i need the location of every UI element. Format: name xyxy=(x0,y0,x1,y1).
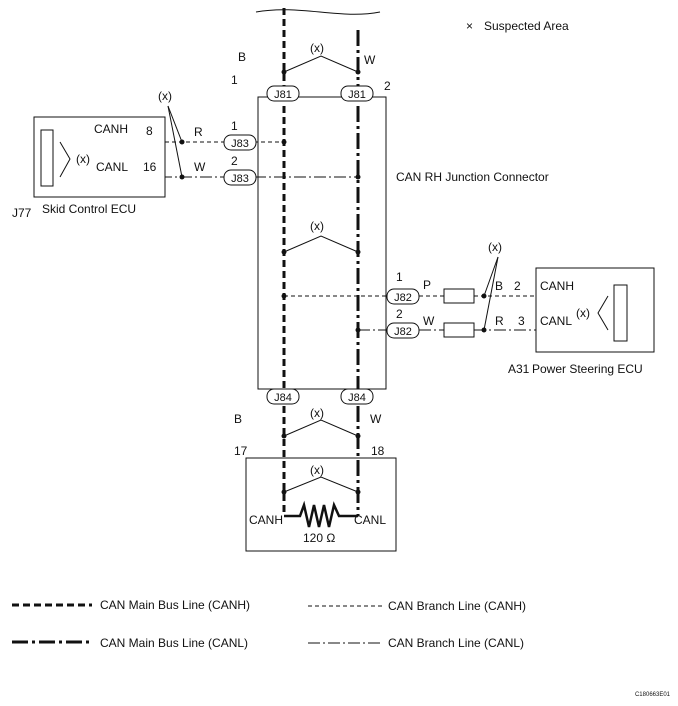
junction-connector-box xyxy=(257,96,387,390)
inline-connector-canl xyxy=(443,322,475,338)
skid-ecu-canh-label: CANH xyxy=(94,122,128,136)
skid-ecu-name: Skid Control ECU xyxy=(42,202,136,216)
legend-main-canh: CAN Main Bus Line (CANH) xyxy=(100,598,250,612)
j83-canl-label: J83 xyxy=(231,173,249,185)
junction-dot xyxy=(355,69,361,75)
j84-canh-connector xyxy=(266,388,300,405)
junction-dot xyxy=(281,69,287,75)
junction-dot xyxy=(355,174,361,180)
terminator-canh-pin: 17 xyxy=(234,444,248,458)
j81-canh-label: J81 xyxy=(274,89,292,101)
skid-ecu-canl-label: CANL xyxy=(96,160,128,174)
wire-color-w-ps: W xyxy=(423,314,435,328)
suspect-marker-skid: (x) xyxy=(158,89,172,103)
suspect-marker-ps: (x) xyxy=(488,240,502,254)
ps-ecu-connector-block xyxy=(613,284,628,342)
j83-canl-pin: 2 xyxy=(231,154,238,168)
j84-canl-connector xyxy=(340,388,374,405)
junction-dot xyxy=(281,293,287,299)
wire-color-w-skid: W xyxy=(194,160,206,174)
j84-canl-label: J84 xyxy=(348,392,366,404)
skid-ecu-canh-pin: 8 xyxy=(146,124,153,138)
junction-dot xyxy=(355,433,361,439)
ps-ecu-canl-pin: 3 xyxy=(518,314,525,328)
j83-canh-connector xyxy=(223,134,257,151)
j82-canh-label: J82 xyxy=(394,292,412,304)
wire-color-p-ps: P xyxy=(423,278,431,292)
suspected-area-symbol: × xyxy=(466,19,473,33)
terminator-canh-label: CANH xyxy=(249,513,283,527)
suspect-bracket-middle xyxy=(283,235,359,253)
suspect-bracket-bottom xyxy=(283,419,359,437)
junction-dot xyxy=(281,433,287,439)
suspect-marker-ps-inner: (x) xyxy=(576,306,590,320)
termination-resistor xyxy=(284,500,358,528)
ps-ecu-name: Power Steering ECU xyxy=(532,362,643,376)
j83-canh-pin: 1 xyxy=(231,119,238,133)
j84-canh-label: J84 xyxy=(274,392,292,404)
j82-canl-pin: 2 xyxy=(396,307,403,321)
j83-canh-label: J83 xyxy=(231,138,249,150)
terminator-canl-pin: 18 xyxy=(371,444,385,458)
legend-main-canl: CAN Main Bus Line (CANL) xyxy=(100,636,248,650)
suspect-bracket-top xyxy=(283,55,359,73)
suspect-bracket-ps-inner xyxy=(597,295,609,331)
j82-canh-pin: 1 xyxy=(396,270,403,284)
wire-color-w-bottom: W xyxy=(370,412,382,426)
wire-color-b-top: B xyxy=(238,50,246,64)
skid-ecu-connector-block xyxy=(40,129,54,187)
ps-ecu-canl-label: CANL xyxy=(540,314,572,328)
suspect-bracket-skid-inner xyxy=(59,141,71,178)
suspect-marker-terminator: (x) xyxy=(310,463,324,477)
wire-color-b-bottom: B xyxy=(234,412,242,426)
j81-canl-connector xyxy=(340,85,374,102)
power-steering-ecu-box xyxy=(535,267,655,353)
skid-ecu-id: J77 xyxy=(12,206,32,220)
j82-canl-label: J82 xyxy=(394,326,412,338)
junction-dot xyxy=(281,489,287,495)
figure-code: C180663E01 xyxy=(635,692,671,698)
harness-break-line xyxy=(255,9,381,15)
terminator-box xyxy=(245,457,397,552)
suspect-pointer xyxy=(167,105,183,143)
suspect-pointer xyxy=(167,105,183,178)
suspect-pointer xyxy=(483,256,499,297)
terminator-resistance: 120 Ω xyxy=(303,531,335,545)
wire-color-r-ps: R xyxy=(495,314,504,328)
skid-ecu-canl-pin: 16 xyxy=(143,160,157,174)
suspect-marker-bottom: (x) xyxy=(310,406,324,420)
ps-ecu-canh-label: CANH xyxy=(540,279,574,293)
ps-ecu-canh-pin: 2 xyxy=(514,279,521,293)
suspect-marker-skid-inner: (x) xyxy=(76,152,90,166)
junction-dot xyxy=(355,249,361,255)
ps-ecu-id: A31 xyxy=(508,362,530,376)
suspected-area-note: Suspected Area xyxy=(484,19,569,33)
j83-canl-connector xyxy=(223,169,257,186)
j81-canh-pin: 1 xyxy=(231,73,238,87)
junction-connector-label: CAN RH Junction Connector xyxy=(396,170,549,184)
suspect-marker-top: (x) xyxy=(310,41,324,55)
suspect-marker-middle: (x) xyxy=(310,219,324,233)
wire-color-w-top: W xyxy=(364,53,376,67)
j81-canl-pin: 2 xyxy=(384,79,391,93)
wire-color-r-skid: R xyxy=(194,125,203,139)
skid-control-ecu-box xyxy=(33,116,166,198)
terminator-canl-label: CANL xyxy=(354,513,386,527)
legend-branch-canl: CAN Branch Line (CANL) xyxy=(388,636,524,650)
wire-color-b-ps: B xyxy=(495,279,503,293)
j81-canl-label: J81 xyxy=(348,89,366,101)
junction-dot xyxy=(281,139,287,145)
junction-dot xyxy=(355,489,361,495)
junction-dot xyxy=(355,327,361,333)
inline-connector-canh xyxy=(443,288,475,304)
junction-dot xyxy=(281,249,287,255)
j81-canh-connector xyxy=(266,85,300,102)
suspect-bracket-terminator xyxy=(283,476,359,493)
suspect-pointer xyxy=(483,256,499,331)
legend-branch-canh: CAN Branch Line (CANH) xyxy=(388,599,526,613)
